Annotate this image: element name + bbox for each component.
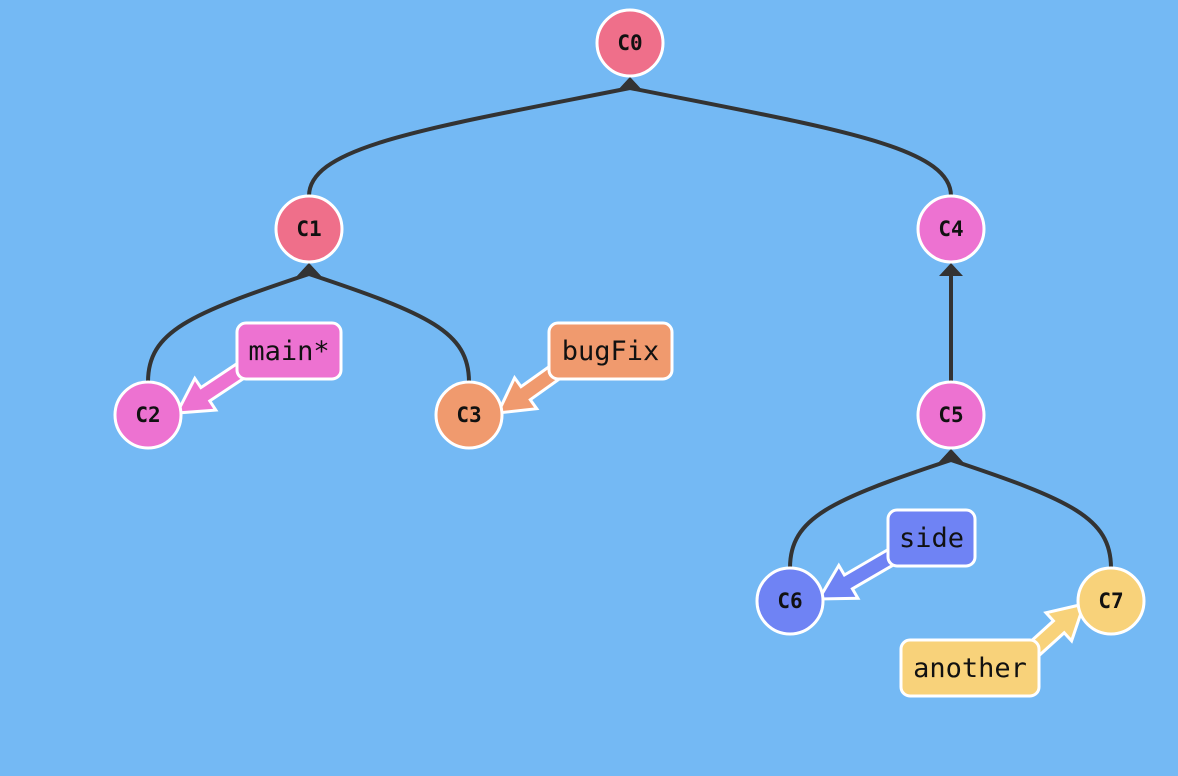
commit-node-C6[interactable] — [755, 566, 825, 636]
commit-C4[interactable]: C4 — [916, 194, 986, 264]
branch-box-side[interactable] — [886, 508, 977, 568]
edge-arrowhead-C7-C5 — [939, 449, 963, 462]
edges — [146, 77, 1113, 569]
commit-node-C7[interactable] — [1076, 566, 1146, 636]
branches: main* bugFix side another — [174, 321, 1087, 698]
edge-C7-C5 — [950, 458, 1113, 569]
commit-C7[interactable]: C7 — [1076, 566, 1146, 636]
commit-label-C4: C4 — [938, 217, 963, 241]
commit-label-C2: C2 — [135, 403, 160, 427]
branch-label-side: side — [899, 523, 964, 554]
branch-bugFix[interactable]: bugFix — [495, 321, 674, 415]
branch-side[interactable]: side — [816, 508, 977, 601]
edge-arrowhead-C5-C4 — [939, 263, 963, 276]
commit-label-C5: C5 — [938, 403, 963, 427]
commit-node-C5[interactable] — [916, 380, 986, 450]
commit-C3[interactable]: C3 — [434, 380, 504, 450]
commit-label-C6: C6 — [777, 589, 802, 613]
commit-C6[interactable]: C6 — [755, 566, 825, 636]
edge-C2-C1 — [146, 272, 310, 383]
commit-C0[interactable]: C0 — [595, 8, 665, 78]
commit-label-C7: C7 — [1098, 589, 1123, 613]
commit-label-C1: C1 — [296, 217, 321, 241]
edge-C6-C5 — [788, 458, 952, 569]
edge-arrowhead-C4-C0 — [618, 77, 642, 90]
commit-label-C0: C0 — [617, 31, 642, 55]
commit-node-C0[interactable] — [595, 8, 665, 78]
commit-C2[interactable]: C2 — [113, 380, 183, 450]
branch-label-another: another — [913, 653, 1027, 684]
branch-label-bugFix: bugFix — [562, 336, 660, 367]
commit-node-C4[interactable] — [916, 194, 986, 264]
branch-box-another[interactable] — [899, 638, 1041, 698]
edge-arrowhead-C3-C1 — [297, 263, 321, 276]
branch-box-main[interactable] — [235, 321, 343, 381]
commit-node-C2[interactable] — [113, 380, 183, 450]
branch-another[interactable]: another — [899, 601, 1087, 698]
commit-C5[interactable]: C5 — [916, 380, 986, 450]
commit-C1[interactable]: C1 — [274, 194, 344, 264]
edge-C4-C0 — [629, 86, 953, 197]
branch-main[interactable]: main* — [174, 321, 343, 415]
branch-box-bugFix[interactable] — [547, 321, 674, 381]
branch-label-main: main* — [248, 336, 329, 367]
edge-C1-C0 — [307, 86, 631, 197]
commit-node-C1[interactable] — [274, 194, 344, 264]
edge-C3-C1 — [308, 272, 471, 383]
commit-node-C3[interactable] — [434, 380, 504, 450]
commit-label-C3: C3 — [456, 403, 481, 427]
